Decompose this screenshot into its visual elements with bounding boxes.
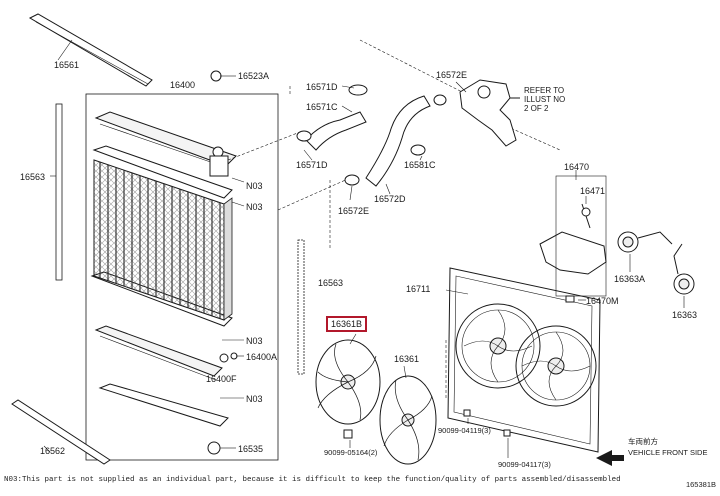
cushion-16535-icon	[207, 441, 221, 455]
label-90099-04117: 90099-04117(3)	[498, 460, 551, 469]
label-90099-05164: 90099-05164(2)	[324, 448, 378, 457]
label-16535: 16535	[238, 444, 264, 454]
side-seal-right	[297, 239, 305, 375]
cushion-16523a-icon	[210, 70, 222, 82]
refer-note: REFER TO ILLUST NO 2 OF 2	[524, 86, 566, 113]
fan-shroud	[447, 267, 601, 453]
label-16572d: 16572D	[374, 194, 406, 204]
label-16523a: 16523A	[238, 71, 270, 81]
label-16581c: 16581C	[404, 160, 436, 170]
label-16361b-highlighted[interactable]: 16361B	[326, 316, 368, 332]
label-16470m: 16470M	[586, 296, 619, 306]
leader-16561	[57, 39, 73, 61]
label-n03-3: N03	[246, 336, 263, 346]
fan-16361	[379, 375, 437, 465]
footnote: N03:This part is not supplied as an indi…	[4, 476, 621, 484]
lower-tank	[94, 325, 229, 381]
label-16400f: 16400F	[206, 374, 237, 384]
lower-support-16562	[11, 399, 111, 465]
label-16571c: 16571C	[306, 102, 338, 112]
side-seal-left	[55, 103, 63, 281]
label-16711: 16711	[406, 284, 431, 294]
lower-hose	[344, 94, 447, 187]
label-16363a: 16363A	[614, 274, 646, 284]
label-16471: 16471	[580, 186, 606, 196]
radiator-core	[93, 159, 233, 321]
fan-16361b	[315, 339, 381, 425]
front-side-label: VEHICLE FRONT SIDE	[628, 448, 708, 457]
front-arrow-icon	[596, 450, 624, 466]
front-side-cjk: 车両前方	[628, 437, 658, 446]
label-16361: 16361	[394, 354, 420, 364]
label-16571d-mid: 16571D	[296, 160, 328, 170]
label-n03-2: N03	[246, 202, 263, 212]
upper-tank	[94, 111, 237, 177]
upper-hose	[296, 84, 368, 151]
label-90099-04119: 90099-04119(3)	[438, 426, 491, 435]
upper-support-16561	[28, 13, 153, 87]
label-16400a: 16400A	[246, 352, 278, 362]
lower-bracket	[98, 383, 229, 427]
label-16563-right: 16563	[318, 278, 344, 288]
label-16563-left: 16563	[20, 172, 46, 182]
radiator-assembly-box	[85, 93, 279, 461]
water-inlet	[459, 79, 520, 147]
motor-bracket	[539, 203, 607, 275]
bolts	[343, 295, 575, 439]
label-16400: 16400	[170, 80, 196, 90]
label-16363: 16363	[672, 310, 698, 320]
label-n03-4: N03	[246, 394, 263, 404]
label-16571d-top: 16571D	[306, 82, 338, 92]
motor-16363a	[617, 231, 673, 253]
label-16561: 16561	[54, 60, 80, 70]
right-leaders	[303, 81, 685, 458]
label-16470: 16470	[564, 162, 590, 172]
label-16572e-bot: 16572E	[338, 206, 370, 216]
label-n03-1: N03	[246, 181, 263, 191]
upper-gasket	[92, 145, 233, 199]
radiator-leaders	[43, 75, 245, 453]
label-16572e-top: 16572E	[436, 70, 468, 80]
motor-16363	[673, 243, 695, 295]
drawing-code: 165381B	[685, 480, 716, 489]
label-16562: 16562	[40, 446, 66, 456]
motor-group-box	[555, 175, 607, 297]
